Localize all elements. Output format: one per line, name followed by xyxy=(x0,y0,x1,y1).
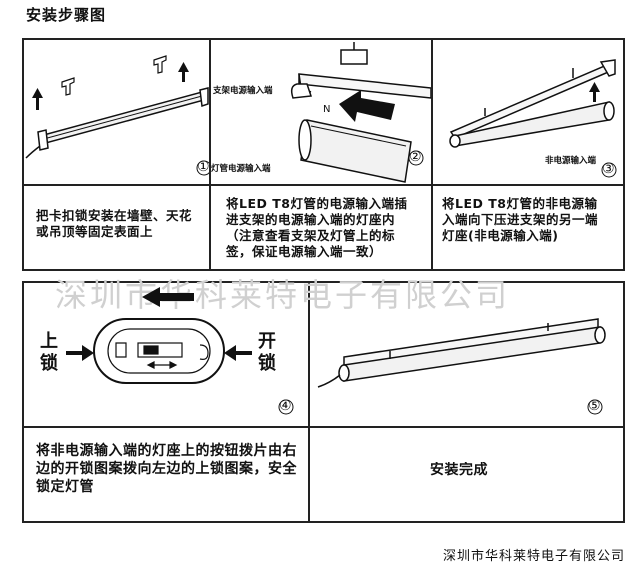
page-title: 安装步骤图 xyxy=(26,6,107,24)
watermark: 深圳市华科莱特电子有限公司 xyxy=(55,276,511,314)
step-number: ⑤ xyxy=(588,398,601,414)
step-number: ① xyxy=(197,159,209,175)
panel-5-illustration: ⑤ xyxy=(310,283,621,426)
panel-2-illustration: N 支架电源输入端 灯管电源输入端 ② xyxy=(211,40,431,184)
top-grid-row-divider xyxy=(24,184,623,186)
panel-3-illustration: 非电源输入端 ③ xyxy=(433,40,621,184)
unlock-label: 开锁 xyxy=(258,331,276,374)
step-number: ② xyxy=(409,149,422,165)
bottom-grid-row-divider xyxy=(24,426,623,428)
svg-text:N: N xyxy=(323,104,330,115)
panel-4-text: 将非电源输入端的灯座上的按钮拨片由右边的开锁图案拨向左边的上锁图案，安全锁定灯管 xyxy=(36,443,297,495)
lock-label: 上锁 xyxy=(40,331,58,374)
bottom-grid-divider xyxy=(308,283,310,521)
panel-5-text: 安装完成 xyxy=(430,462,488,478)
step-number: ④ xyxy=(279,398,292,414)
panel-1-illustration: ① xyxy=(24,40,209,184)
top-grid-divider-2 xyxy=(431,40,433,269)
panel-4-illustration: 上锁 开锁 ④ xyxy=(24,283,308,426)
panel-3-text: 将LED T8灯管的非电源输入端向下压进支架的另一端灯座(非电源输入端) xyxy=(442,196,599,243)
lamp-power-input-label: 灯管电源输入端 xyxy=(211,164,271,174)
footer-company-name: 深圳市华科莱特电子有限公司 xyxy=(442,549,625,564)
top-grid-divider-1 xyxy=(209,40,211,269)
non-power-input-label: 非电源输入端 xyxy=(545,156,597,166)
step-number: ③ xyxy=(602,161,615,177)
bracket-power-input-label: 支架电源输入端 xyxy=(213,86,273,96)
panel-2-text: 将LED T8灯管的电源输入端插进支架的电源输入端的灯座内（注意查看支架及灯管上… xyxy=(226,196,408,259)
panel-1-text: 把卡扣锁安装在墙壁、天花或吊顶等固定表面上 xyxy=(36,208,193,239)
